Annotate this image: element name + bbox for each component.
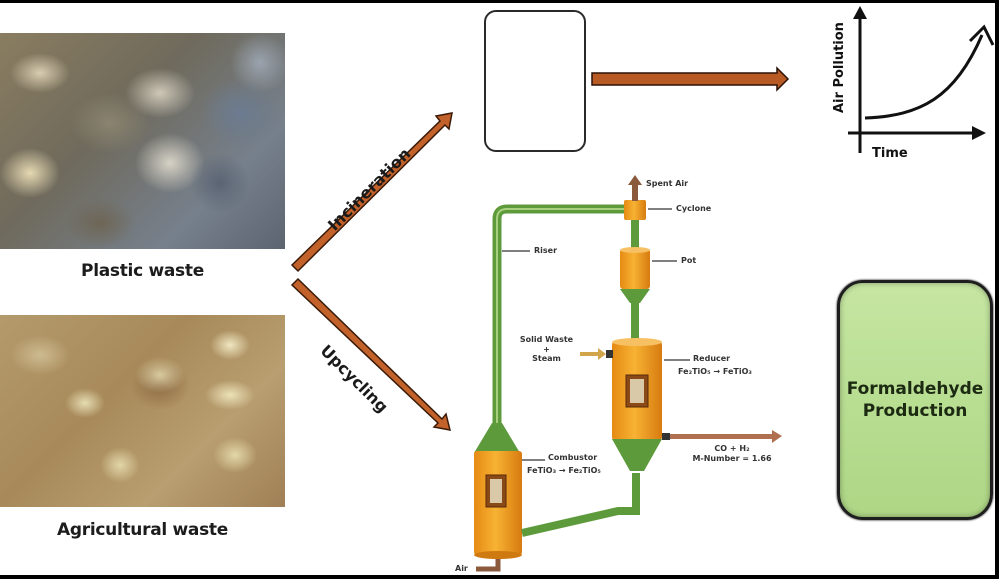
- pot-label: Pot: [681, 256, 697, 265]
- product-label: CO + H₂ M-Number = 1.66: [692, 444, 772, 463]
- reducer-label: Reducer: [693, 354, 731, 363]
- cyclone-label: Cyclone: [676, 204, 712, 213]
- product-label-line2: M-Number = 1.66: [692, 453, 772, 463]
- plastic-waste-photo: [0, 33, 285, 249]
- pollution-trend-line: [864, 34, 984, 120]
- riser-label: Riser: [534, 246, 558, 255]
- pollution-chart: [848, 6, 995, 153]
- formaldehyde-production-box: Formaldehyde Production: [837, 280, 993, 520]
- x-axis-arrowhead: [972, 126, 986, 140]
- agricultural-waste-photo: [0, 315, 285, 507]
- plastic-waste-label: Plastic waste: [81, 261, 204, 281]
- trend-arrowhead: [968, 24, 995, 46]
- y-axis-arrowhead: [853, 6, 867, 19]
- feed-arrow: [580, 348, 613, 360]
- incineration-box: [484, 10, 586, 152]
- feed-label: Solid Waste + Steam: [519, 335, 574, 364]
- combustor-reaction-label: FeTiO₃ → Fe₂TiO₅: [527, 466, 601, 475]
- feed-label-line3: Steam: [532, 354, 561, 364]
- reducer-reaction-label: Fe₂TiO₅ → FeTiO₃: [678, 367, 752, 376]
- combustor-label: Combustor: [548, 453, 598, 462]
- air-inlet-pipe: [476, 559, 501, 572]
- riser-pipe: [492, 204, 625, 445]
- spent-air-label: Spent Air: [646, 179, 689, 188]
- return-pipe: [521, 473, 640, 537]
- feed-label-line2: +: [543, 344, 550, 354]
- chart-x-label: Time: [872, 146, 908, 161]
- chart-y-label: Air Pollution: [832, 22, 847, 113]
- product-label-line1: CO + H₂: [714, 444, 750, 453]
- feed-label-line1: Solid Waste: [519, 335, 574, 344]
- output-line2: Production: [862, 401, 968, 421]
- upcycling-arrow: [290, 277, 452, 431]
- cyclone-vessel: [624, 175, 646, 250]
- agricultural-waste-label: Agricultural waste: [57, 520, 228, 540]
- product-arrow: [662, 430, 782, 443]
- combustor-vessel: [474, 423, 522, 559]
- reducer-vessel: [612, 338, 662, 471]
- leader-lines: [502, 208, 690, 461]
- air-inlet-label: Air: [455, 564, 468, 573]
- fire-to-pollution-arrow: [591, 66, 790, 92]
- incineration-arrow: [290, 112, 453, 273]
- pot-vessel: [620, 247, 650, 341]
- diagram-canvas: Plastic waste Agricultural waste: [0, 3, 995, 575]
- output-line1: Formaldehyde: [846, 378, 984, 399]
